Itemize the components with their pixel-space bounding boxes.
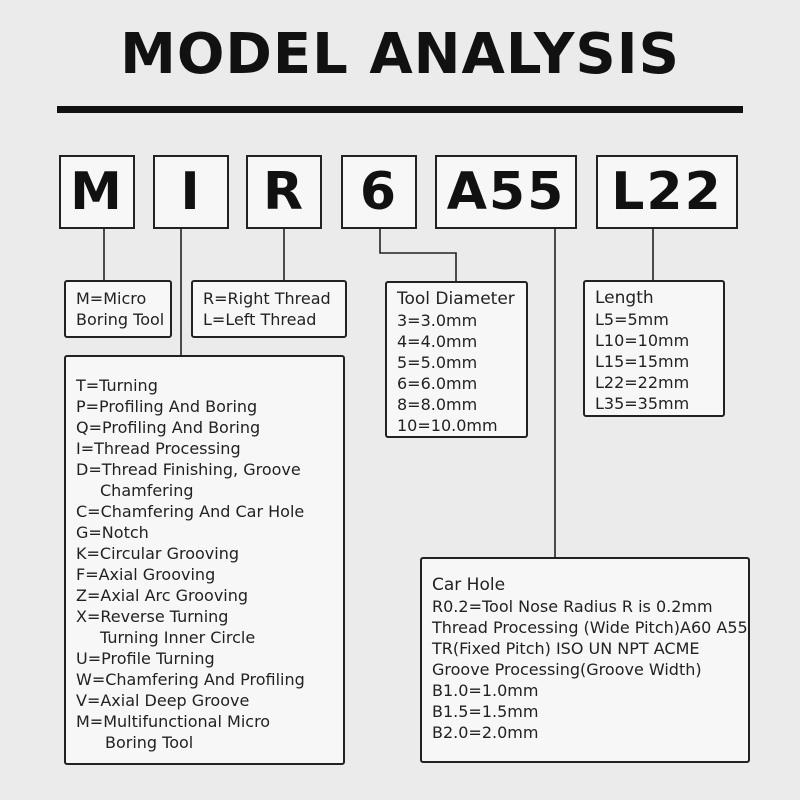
carhole-line: B2.0=2.0mm [432, 723, 539, 742]
carhole-line: TR(Fixed Pitch) ISO UN NPT ACME [432, 639, 700, 658]
carhole-line: R0.2=Tool Nose Radius R is 0.2mm [432, 597, 713, 616]
type-line: M=Multifunctional Micro [76, 712, 271, 731]
code-box-6: 6 [341, 155, 417, 229]
diameter-line: 8=8.0mm [397, 395, 478, 414]
diameter-line: 10=10.0mm [397, 416, 498, 435]
type-line: F=Axial Grooving [76, 565, 216, 584]
diameter-line: 3=3.0mm [397, 311, 478, 330]
diameter-line: 6=6.0mm [397, 374, 478, 393]
type-line: P=Profiling And Boring [76, 397, 258, 416]
type-line: Boring Tool [105, 733, 194, 752]
length-line: L15=15mm [595, 352, 690, 371]
tool-diameter-box: Tool Diameter 3=3.0mm 4=4.0mm 5=5.0mm 6=… [385, 281, 528, 438]
diameter-heading: Tool Diameter [397, 289, 515, 309]
type-line: K=Circular Grooving [76, 544, 240, 563]
length-box: Length L5=5mm L10=10mm L15=15mm L22=22mm… [583, 280, 725, 417]
connector-6 [379, 229, 457, 281]
code-box-l22: L22 [596, 155, 738, 229]
type-line: I=Thread Processing [76, 439, 241, 458]
diameter-line: 4=4.0mm [397, 332, 478, 351]
code-box-i: I [153, 155, 229, 229]
type-line: D=Thread Finishing, Groove [76, 460, 301, 479]
type-line: Z=Axial Arc Grooving [76, 586, 249, 605]
length-heading: Length [595, 288, 654, 308]
carhole-line: B1.0=1.0mm [432, 681, 539, 700]
type-line: Turning Inner Circle [100, 628, 256, 647]
carhole-heading: Car Hole [432, 575, 506, 595]
type-line: Chamfering [100, 481, 194, 500]
micro-line: Boring Tool [76, 310, 165, 329]
length-line: L22=22mm [595, 373, 690, 392]
title-underline [57, 106, 743, 113]
length-line: L35=35mm [595, 394, 690, 413]
type-line: X=Reverse Turning [76, 607, 229, 626]
type-line: G=Notch [76, 523, 149, 542]
carhole-line: Groove Processing(Groove Width) [432, 660, 702, 679]
code-box-m: M [59, 155, 135, 229]
thread-direction-box: R=Right Thread L=Left Thread [191, 280, 347, 338]
type-line: C=Chamfering And Car Hole [76, 502, 305, 521]
micro-boring-box: M=Micro Boring Tool [64, 280, 172, 338]
code-box-a55: A55 [435, 155, 577, 229]
type-line: Q=Profiling And Boring [76, 418, 261, 437]
type-line: U=Profile Turning [76, 649, 215, 668]
micro-line: M=Micro [76, 289, 147, 308]
type-line: T=Turning [76, 376, 158, 395]
length-line: L10=10mm [595, 331, 690, 350]
thread-line: L=Left Thread [203, 310, 317, 329]
type-line: W=Chamfering And Profiling [76, 670, 305, 689]
car-hole-box: Car Hole R0.2=Tool Nose Radius R is 0.2m… [420, 557, 750, 763]
length-line: L5=5mm [595, 310, 669, 329]
diameter-line: 5=5.0mm [397, 353, 478, 372]
page-title: MODEL ANALYSIS [120, 22, 680, 87]
machining-type-box: T=Turning P=Profiling And Boring Q=Profi… [64, 355, 345, 765]
type-line: V=Axial Deep Groove [76, 691, 250, 710]
thread-line: R=Right Thread [203, 289, 331, 308]
carhole-line: B1.5=1.5mm [432, 702, 539, 721]
carhole-line: Thread Processing (Wide Pitch)A60 A55 [432, 618, 748, 637]
code-box-r: R [246, 155, 322, 229]
